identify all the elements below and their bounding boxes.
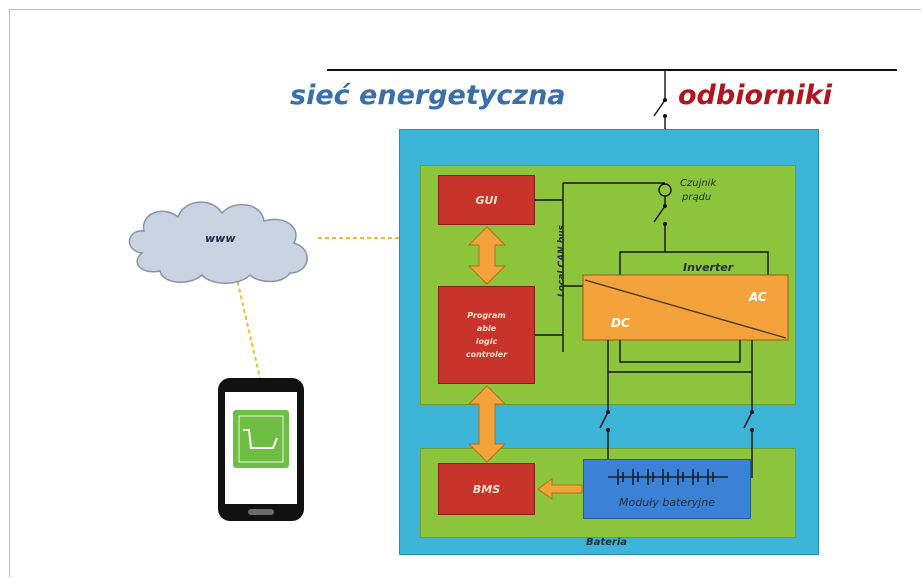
dc-label: DC	[611, 316, 630, 330]
gui-plc-arrow	[467, 226, 507, 285]
current-sensor-label-2: prądu	[682, 192, 712, 203]
dc-switch-right-icon	[743, 410, 754, 432]
plc-label-3: logic	[475, 337, 498, 346]
gui-label: GUI	[475, 193, 498, 207]
bms-label: BMS	[472, 482, 501, 496]
plc-bms-arrow	[467, 385, 507, 463]
phone-home-button	[248, 509, 274, 515]
current-sensor-label-1: Czujnik	[680, 178, 717, 189]
plc-box: Program able logic controler	[438, 286, 535, 384]
dc-switch-left-icon	[599, 410, 610, 432]
phone-link-line	[235, 274, 261, 379]
current-sensor-icon	[658, 183, 672, 197]
grid-title: sieć energetyczna	[290, 80, 566, 111]
loads-title: odbiorniki	[678, 80, 833, 111]
cloud-icon	[128, 201, 308, 284]
inverter-switch-icon	[653, 204, 667, 226]
inverter-label: Inverter	[683, 261, 734, 274]
bms-box: BMS	[438, 463, 535, 515]
battery-label: Bateria	[586, 537, 628, 548]
plc-label-2: able	[476, 324, 497, 333]
chart-app-icon	[233, 410, 289, 468]
can-bus-label: Local CAN bus	[557, 225, 567, 297]
plc-label-1: Program	[467, 311, 506, 320]
battery-modules-label: Moduły bateryjne	[619, 496, 715, 509]
gui-box: GUI	[438, 175, 535, 225]
figure-frame	[9, 9, 921, 577]
battery-cells-icon	[608, 469, 728, 485]
plc-label-4: controler	[465, 350, 508, 359]
modules-bms-arrow	[537, 478, 583, 500]
cloud-label: www	[205, 232, 236, 245]
ac-label: AC	[749, 290, 767, 304]
battery-modules-box	[583, 459, 751, 519]
